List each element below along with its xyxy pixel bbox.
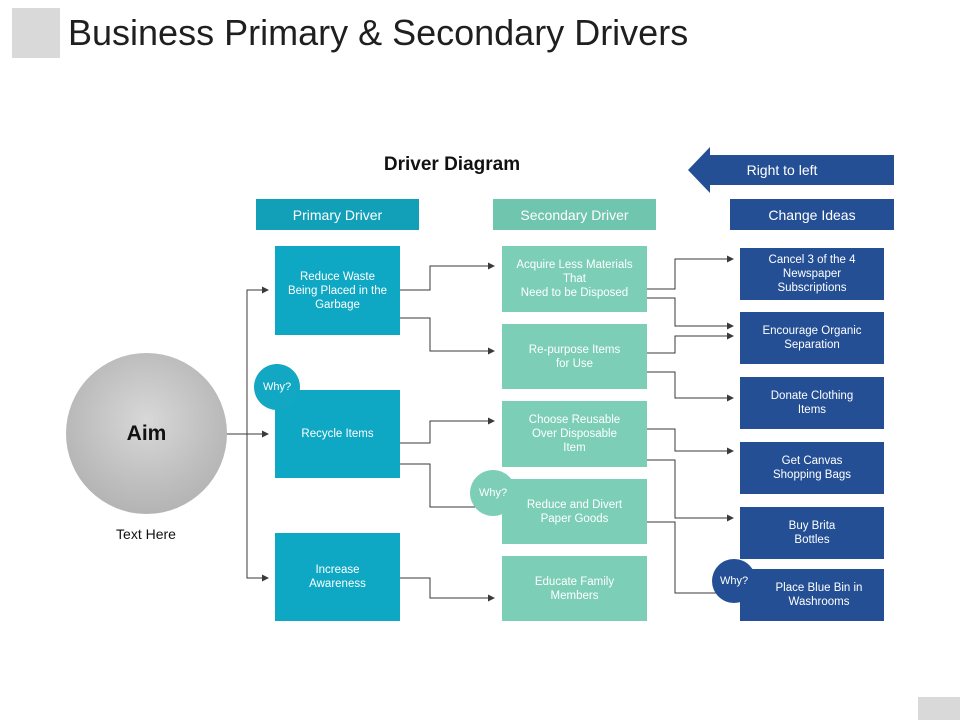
diagram-title: Driver Diagram <box>383 154 521 175</box>
change-idea-brita-bottles: Buy Brita Bottles <box>740 507 884 559</box>
change-idea-organic-separation: Encourage Organic Separation <box>740 312 884 364</box>
change-idea-donate-clothing: Donate Clothing Items <box>740 377 884 429</box>
corner-decoration-bottom <box>918 697 960 720</box>
direction-label: Right to left <box>746 162 818 178</box>
primary-driver-recycle-items: Recycle Items <box>275 390 400 478</box>
why-bubble-change: Why? <box>712 559 756 603</box>
secondary-driver-educate-family: Educate Family Members <box>502 556 647 621</box>
header-change-ideas: Change Ideas <box>730 199 894 230</box>
left-arrow-icon <box>688 147 894 193</box>
secondary-driver-acquire-less: Acquire Less Materials That Need to be D… <box>502 246 647 312</box>
why-bubble-primary: Why? <box>254 364 300 410</box>
secondary-driver-choose-reusable: Choose Reusable Over Disposable Item <box>502 401 647 467</box>
header-primary-driver: Primary Driver <box>256 199 419 230</box>
change-idea-canvas-bags: Get Canvas Shopping Bags <box>740 442 884 494</box>
aim-label: Aim <box>126 421 167 445</box>
secondary-driver-repurpose: Re-purpose Items for Use <box>502 324 647 389</box>
change-idea-blue-bin: Place Blue Bin in Washrooms <box>740 569 884 621</box>
change-idea-cancel-subscriptions: Cancel 3 of the 4 Newspaper Subscription… <box>740 248 884 300</box>
aim-caption: Text Here <box>116 526 176 542</box>
primary-driver-reduce-waste: Reduce Waste Being Placed in the Garbage <box>275 246 400 335</box>
aim-circle: Aim <box>66 353 227 514</box>
corner-decoration-top <box>12 8 60 58</box>
slide-title: Business Primary & Secondary Drivers <box>68 12 689 53</box>
why-bubble-secondary: Why? <box>470 470 516 516</box>
secondary-driver-reduce-paper: Reduce and Divert Paper Goods <box>502 479 647 544</box>
primary-driver-increase-awareness: Increase Awareness <box>275 533 400 621</box>
header-secondary-driver: Secondary Driver <box>493 199 656 230</box>
